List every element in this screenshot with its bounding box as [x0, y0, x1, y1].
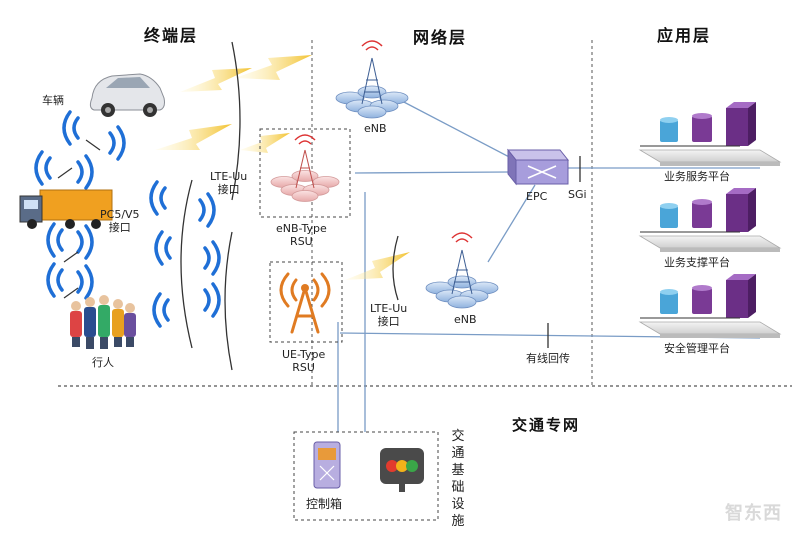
- label-traffic-infrastructure: 交 通 基 础 设 施: [451, 429, 465, 529]
- label-enb-top: eNB: [364, 122, 387, 135]
- label-enb-bottom: eNB: [454, 313, 477, 326]
- enb-type-rsu-box: [259, 128, 351, 218]
- label-enb-type-rsu: eNB-Type RSU: [276, 222, 327, 248]
- enb-bottom-icon: [425, 232, 499, 309]
- label-ue-type-rsu: UE-Type RSU: [282, 348, 326, 374]
- watermark-logo: 智东西: [725, 503, 782, 524]
- label-pc5-interface: PC5/V5 接口: [100, 208, 140, 234]
- enb-top-icon: [335, 40, 409, 119]
- label-service-platform: 业务服务平台: [664, 170, 730, 183]
- label-support-platform: 业务支撑平台: [664, 256, 730, 269]
- platform-security-icon: [638, 274, 782, 338]
- radio-waves: [34, 110, 221, 328]
- enb-type-rsu-icon: [270, 134, 340, 202]
- traffic-light-icon: [380, 448, 424, 492]
- truck-icon: [19, 189, 113, 229]
- control-box-icon: [313, 441, 341, 489]
- label-vehicle: 车辆: [42, 94, 64, 107]
- label-control-box: 控制箱: [306, 497, 343, 511]
- header-terminal-layer: 终端层: [144, 26, 199, 45]
- traffic-infrastructure-box: [293, 431, 439, 521]
- header-network-layer: 网络层: [413, 28, 468, 47]
- radio-wave-slashes: [57, 139, 101, 299]
- ue-type-rsu-icon: [279, 272, 331, 334]
- label-wired-backhaul: 有线回传: [526, 352, 570, 365]
- header-application-layer: 应用层: [657, 26, 712, 45]
- label-lte-uu-interface-2: LTE-Uu 接口: [370, 302, 408, 328]
- platform-service-icon: [638, 102, 782, 166]
- label-sgi: SGi: [568, 188, 587, 201]
- label-lte-uu-interface: LTE-Uu 接口: [210, 170, 248, 196]
- label-epc: EPC: [526, 190, 548, 203]
- label-security-platform: 安全管理平台: [664, 342, 730, 355]
- header-traffic-network: 交通专网: [512, 416, 581, 434]
- coverage-arcs: [180, 41, 399, 371]
- car-icon: [89, 73, 165, 117]
- epc-icon: [506, 148, 570, 186]
- pedestrians-icon: [70, 295, 136, 349]
- platform-support-icon: [638, 188, 782, 252]
- label-pedestrian: 行人: [92, 356, 114, 369]
- ue-type-rsu-box: [269, 261, 343, 343]
